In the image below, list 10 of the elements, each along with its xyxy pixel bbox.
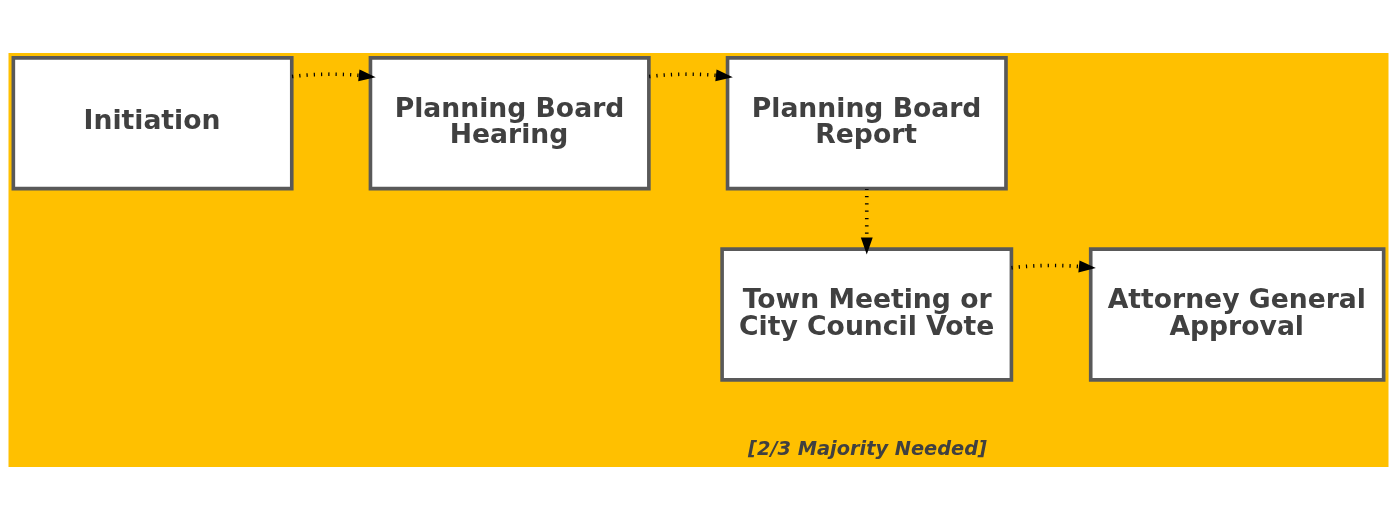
node-box: Planning Board Hearing — [368, 56, 651, 191]
arrow — [860, 188, 873, 255]
arrow — [648, 69, 733, 82]
arrow — [291, 69, 376, 82]
arrow — [1011, 260, 1096, 273]
node-box: Town Meeting or City Council Vote — [720, 247, 1014, 382]
node-box: Attorney General Approval — [1088, 247, 1386, 382]
node-box: Planning Board Report — [725, 56, 1008, 191]
node-box: Initiation — [11, 56, 294, 191]
node-label: [2/3 Majority Needed] — [748, 436, 987, 460]
